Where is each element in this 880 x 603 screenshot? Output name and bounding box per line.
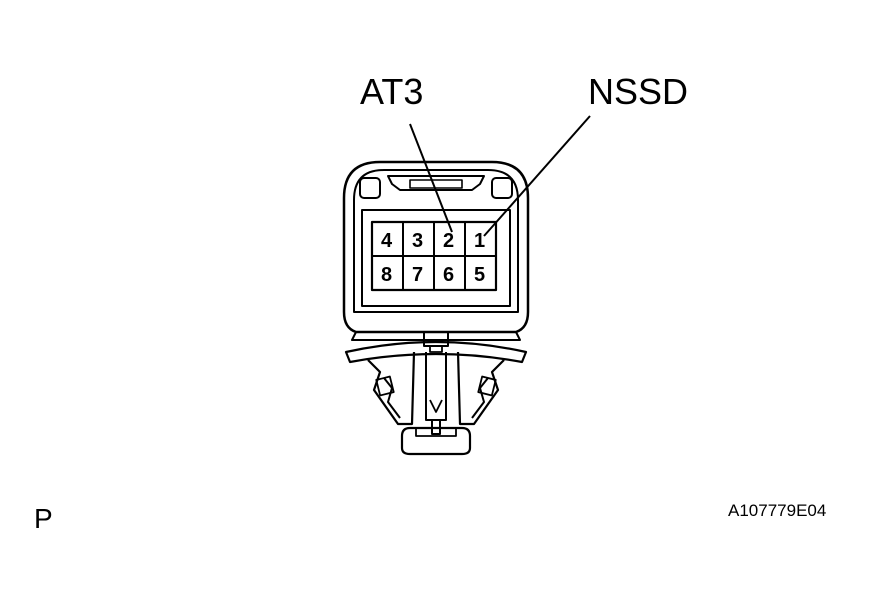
pin-1: 1 <box>474 230 485 252</box>
pin-2: 2 <box>443 230 454 252</box>
callout-nssd-label: NSSD <box>588 71 688 112</box>
pin-5: 5 <box>474 264 485 286</box>
locking-clip <box>344 331 528 456</box>
pin-numbers: 4 3 2 1 8 7 6 5 <box>381 230 485 286</box>
view-letter: P <box>34 503 53 534</box>
figure-code: A107779E04 <box>728 501 826 520</box>
callout-at3-label: AT3 <box>360 71 423 112</box>
leader-line-nssd <box>483 115 591 237</box>
pin-6: 6 <box>443 264 454 286</box>
leader-line-at3 <box>409 123 453 233</box>
connector-housing <box>342 160 530 341</box>
pin-7: 7 <box>412 264 423 286</box>
pin-4: 4 <box>381 230 393 252</box>
pin-8: 8 <box>381 264 392 286</box>
pin-3: 3 <box>412 230 423 252</box>
